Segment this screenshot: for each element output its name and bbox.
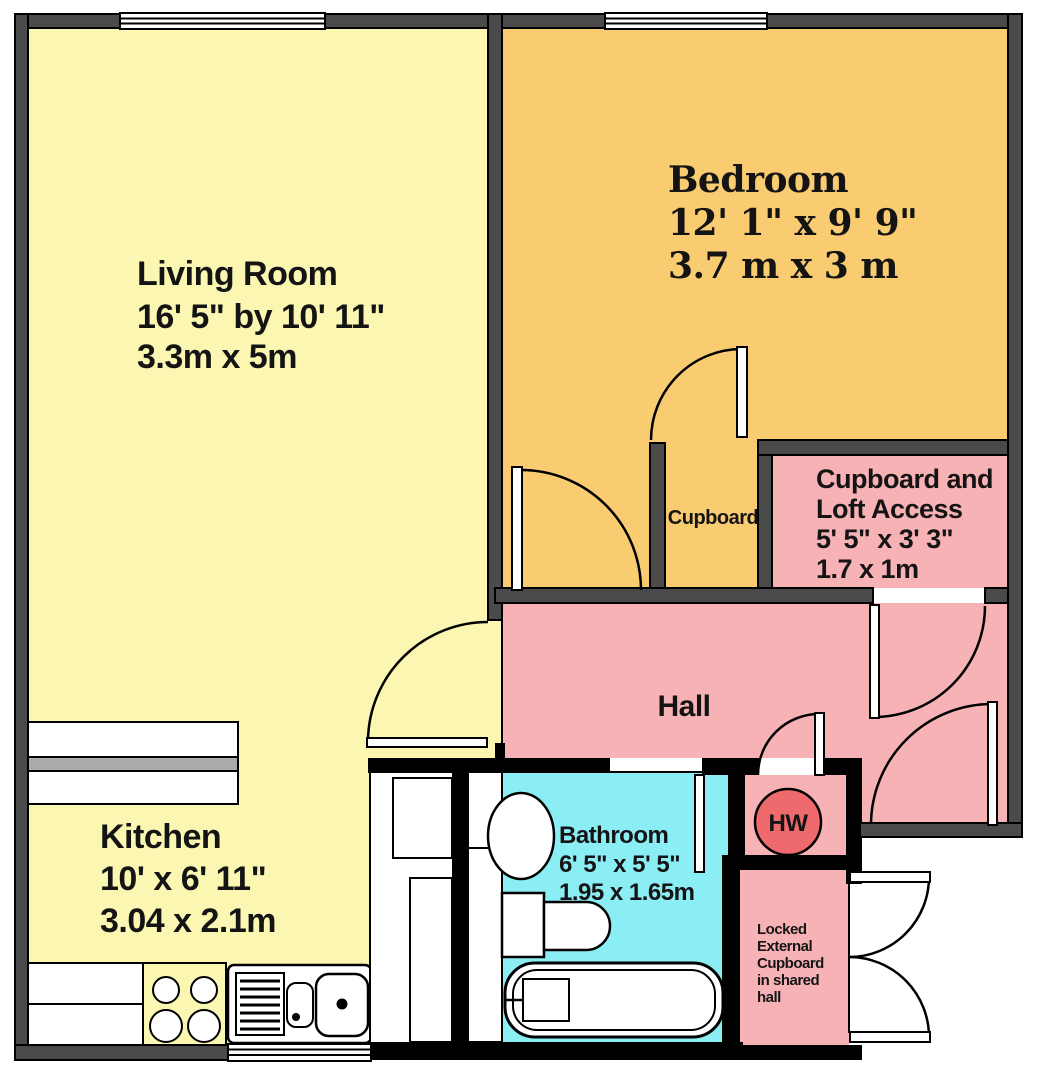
appliance-tall-unit	[409, 877, 453, 1043]
bathroom-hw-divider-wall	[728, 758, 745, 870]
loft-dims-metric: 1.7 x 1m	[816, 554, 919, 584]
living-room-name: Living Room	[137, 255, 337, 293]
locked-line-2: External	[757, 938, 813, 955]
living-room-dims-imperial: 16' 5" by 10' 11"	[137, 298, 385, 336]
locked-line-1: Locked	[757, 921, 807, 938]
locked-cupboard-label: Locked External Cupboard in shared hall	[757, 921, 825, 1006]
bathtub	[503, 961, 725, 1039]
entrance-door	[869, 701, 998, 826]
window-bedroom	[604, 12, 768, 30]
locked-cupboard-floor	[740, 870, 849, 1045]
kitchen-counter-strip	[27, 756, 239, 772]
cupboard-wall-left	[649, 442, 666, 589]
locked-cupboard-wall-bottom	[722, 1045, 862, 1060]
sink-drainer-ridges	[240, 979, 280, 1031]
hw-wall-bottom	[728, 855, 862, 870]
bathroom-dims-imperial: 6' 5" x 5' 5"	[559, 851, 680, 878]
exterior-wall-bottom-left	[14, 1044, 229, 1061]
hall-corridor-floor	[855, 603, 1008, 823]
grey-walls	[14, 13, 1023, 1061]
locked-line-5: hall	[757, 989, 781, 1006]
cupboard-door	[649, 346, 748, 441]
sink-main-drain	[336, 998, 348, 1010]
bathroom-name: Bathroom	[559, 822, 668, 849]
living-room-label: Living Room 16' 5" by 10' 11" 3.3m x 5m	[137, 255, 385, 376]
kitchen-dims-imperial: 10' x 6' 11"	[100, 860, 266, 898]
bathtub-tap-box	[522, 978, 570, 1022]
locked-line-4: in shared	[757, 972, 820, 989]
window-kitchen	[227, 1043, 372, 1062]
exterior-wall-right	[1007, 13, 1023, 838]
loft-cupboard-wall-top	[757, 439, 1009, 456]
doors	[366, 346, 998, 1043]
exterior-wall-left	[14, 13, 29, 1061]
hob	[142, 962, 227, 1048]
bedroom-label: Bedroom 12' 1" x 9' 9" 3.7 m x 3 m	[668, 159, 918, 287]
kitchen-label: Kitchen 10' x 6' 11" 3.04 x 2.1m	[100, 818, 276, 940]
hob-ring-icon	[187, 1009, 221, 1043]
kitchen-dims-metric: 3.04 x 2.1m	[100, 902, 276, 940]
utility-strip	[369, 772, 453, 1045]
bathroom-dims-metric: 1.95 x 1.65m	[559, 879, 694, 906]
hall-wall-top-left	[494, 587, 874, 604]
kitchen-counter-upper	[27, 721, 239, 758]
living-room-door	[366, 620, 489, 748]
living-room-dims-metric: 3.3m x 5m	[137, 338, 297, 376]
bathroom-label: Bathroom 6' 5" x 5' 5" 1.95 x 1.65m	[559, 822, 695, 906]
window-living-room	[119, 12, 326, 30]
bathroom-door	[694, 774, 705, 873]
kitchen-counter-lower	[27, 770, 239, 805]
appliance-box	[392, 777, 453, 859]
black-walls	[368, 743, 862, 1060]
external-cupboard-door-top	[849, 871, 931, 959]
hall-wall-top-right	[984, 587, 1009, 604]
hall-corner-stub	[495, 743, 505, 760]
locked-cupboard-wall-left	[722, 855, 740, 1060]
bedroom-name: Bedroom	[668, 159, 848, 201]
bathroom-fixtures	[467, 771, 725, 1043]
hob-ring-icon	[152, 976, 180, 1004]
loft-cupboard-label: Cupboard and Loft Access 5' 5" x 3' 3" 1…	[816, 464, 994, 584]
bathroom-wall-bottom	[371, 1042, 743, 1060]
loft-line-2: Loft Access	[816, 494, 963, 524]
bathroom-wall-top-left	[368, 758, 610, 773]
external-cupboard-door-bottom	[849, 955, 931, 1043]
sink-unit	[226, 963, 373, 1045]
bedroom-dims-metric: 3.7 m x 3 m	[668, 245, 898, 287]
hob-ring-icon	[190, 976, 218, 1004]
toilet	[486, 791, 556, 881]
sink-small-drain	[292, 1013, 300, 1021]
hall-label: Hall	[657, 690, 710, 723]
cupboard-wall-right	[757, 439, 773, 589]
hw-wall-right	[846, 758, 862, 870]
bedroom-dims-imperial: 12' 1" x 9' 9"	[668, 202, 917, 244]
loft-cupboard-door	[869, 604, 987, 719]
kitchen-name: Kitchen	[100, 818, 221, 856]
basin-bowl	[542, 900, 612, 952]
loft-cupboard-floor	[772, 455, 1008, 588]
cupboard-label: Cupboard	[668, 507, 758, 529]
hw-door	[756, 712, 825, 776]
windows	[119, 12, 768, 1062]
appliance-bathroom-divider-wall	[452, 772, 468, 1060]
loft-dims-imperial: 5' 5" x 3' 3"	[816, 524, 953, 554]
locked-line-3: Cupboard	[757, 955, 824, 972]
basin-pedestal	[500, 891, 546, 959]
loft-line-1: Cupboard and	[816, 464, 993, 494]
hob-ring-icon	[149, 1009, 183, 1043]
corridor-wall-bottom	[859, 822, 1023, 838]
living-bedroom-divider-wall	[487, 13, 503, 621]
hw-label: HW	[769, 810, 809, 837]
sink-small-bowl	[286, 982, 314, 1028]
bedroom-door	[511, 466, 643, 591]
room-labels: Living Room 16' 5" by 10' 11" 3.3m x 5m …	[100, 159, 994, 1006]
